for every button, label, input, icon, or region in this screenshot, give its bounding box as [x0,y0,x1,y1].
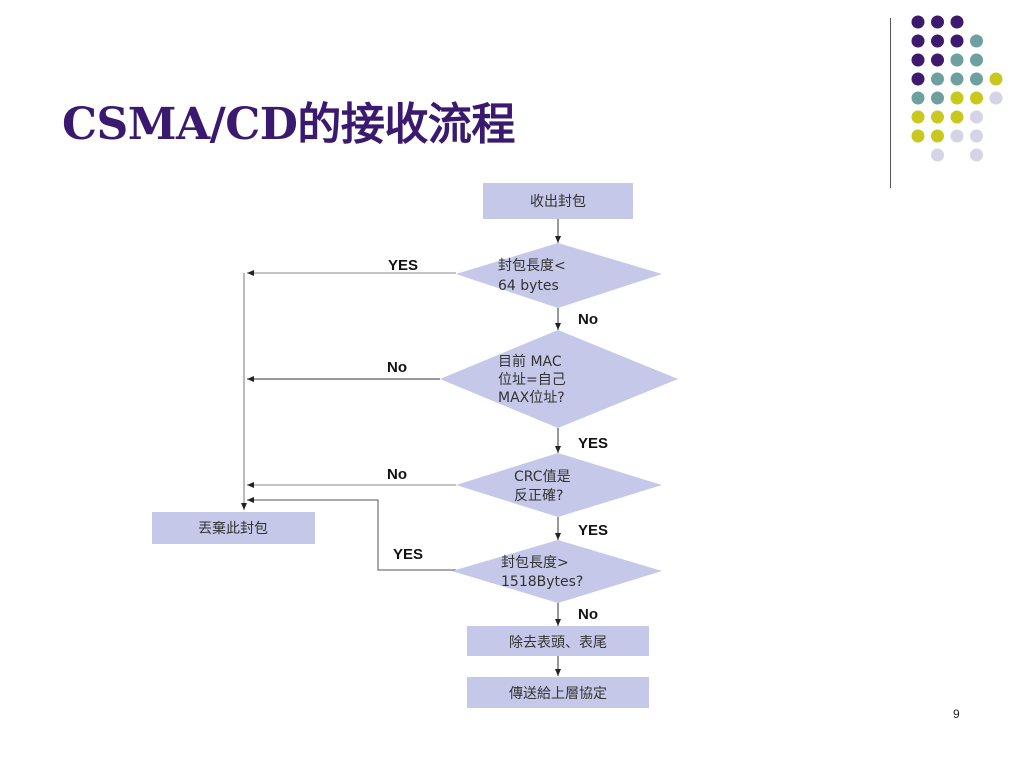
decorative-dot [950,53,964,67]
decorative-dot [989,72,1003,86]
d1-yes-label: YES [388,257,418,274]
decorative-dot [970,110,983,124]
discard-box [152,512,315,544]
decorative-dot [911,129,925,143]
decorative-dot [970,53,983,67]
decorative-dot [950,110,964,124]
decorative-dot [970,148,983,162]
decorative-dot [931,91,944,105]
decorative-dot [911,53,925,67]
decorative-dot [950,34,964,48]
decorative-dot [989,91,1003,105]
decorative-dot [911,91,925,105]
decorative-dot [931,148,944,162]
d1-no-label: No [578,311,598,328]
decision-packet-too-small [456,243,662,308]
decorative-dot [970,129,983,143]
d2-yes-label: YES [578,435,608,452]
title-divider-line [890,18,891,188]
slide-title: CSMA/CD的接收流程 [62,99,515,150]
decorative-dot [950,72,964,86]
decorative-dot [950,91,964,105]
decision-4-line-2: 1518Bytes? [501,574,583,590]
start-box-label: 收出封包 [530,194,586,210]
pass-up-box [467,677,649,708]
decision-1-line-1: 封包長度< [498,258,566,274]
strip-header-box [467,626,649,656]
decorative-dot [931,15,944,29]
decorative-dot [911,72,925,86]
decorative-dot [931,53,944,67]
d4-no-label: No [578,606,598,623]
decorative-dot [931,34,944,48]
decision-mac-match [440,330,678,428]
decision-2-line-1: 目前 MAC [498,353,562,370]
decorative-dot [931,72,944,86]
decorative-dot [911,34,925,48]
decorative-dot [970,34,983,48]
decision-4-line-1: 封包長度> [501,555,569,571]
decision-2-line-2: 位址=自己 [498,372,566,388]
d3-no-label: No [387,466,407,483]
decorative-dot [911,15,925,29]
decorative-dot [970,91,983,105]
decorative-dot [911,110,925,124]
decorative-dot [931,129,944,143]
discard-box-label: 丟棄此封包 [198,521,268,537]
decorative-dot [950,15,964,29]
decision-3-line-1: CRC值是 [514,469,571,485]
decision-crc-valid [456,453,662,517]
d3-yes-label: YES [578,522,608,539]
decision-1-line-2: 64 bytes [498,278,559,294]
decorative-dot [970,72,983,86]
start-box [483,183,633,219]
decision-packet-too-large [452,540,662,603]
decision-3-line-2: 反正確? [514,488,563,504]
connector-lines [241,219,561,676]
d4-yes-label: YES [393,546,423,563]
decorative-dot [950,129,964,143]
strip-header-box-label: 除去表頭、表尾 [509,635,607,651]
pass-up-box-label: 傳送給上層協定 [509,686,607,702]
d2-no-label: No [387,359,407,376]
decorative-dot [931,110,944,124]
decision-2-line-3: MAX位址? [498,390,565,406]
page-number: 9 [953,707,960,721]
decorative-dot-grid [911,15,1003,162]
